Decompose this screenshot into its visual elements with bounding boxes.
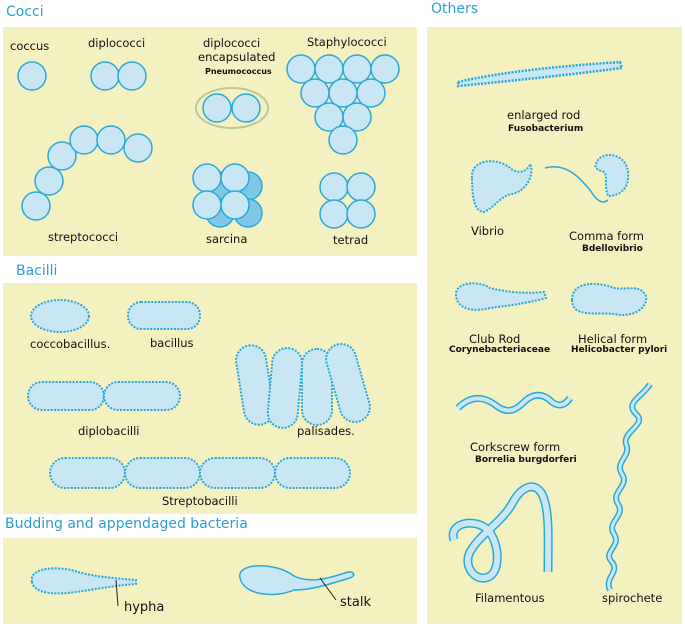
- bacillus-shape: [127, 301, 201, 330]
- pneumococcus-label: Pneumococcus: [205, 67, 272, 76]
- diplococci-label: diplococci: [88, 36, 146, 50]
- comma-form-label: Comma form: [569, 229, 644, 243]
- club-rod-label: Club Rod: [469, 332, 521, 346]
- comma-form-shape: [544, 165, 609, 203]
- diplococci-encapsulated-label-1: diplococci: [203, 36, 261, 50]
- helical-form-shape: [570, 282, 648, 316]
- coccobacillus-shape: [30, 299, 90, 333]
- spirochete-shape: [605, 382, 653, 592]
- helical-form-label: Helical form: [578, 332, 648, 346]
- palisades-shape: [235, 342, 371, 429]
- tetrad-shape: [319, 172, 376, 229]
- borrelia-label: Borrelia burgdorferi: [475, 455, 577, 465]
- enlarged-rod-label: enlarged rod: [507, 108, 581, 122]
- spirochete-inner: [607, 383, 652, 591]
- filamentous-label: Filamentous: [475, 591, 545, 605]
- sarcina-shape: [192, 163, 263, 228]
- bdellovibrio-label: Bdellovibrio: [582, 244, 643, 254]
- club-rod-shape: [454, 282, 548, 311]
- diplococci-encapsulated-shape: [195, 87, 269, 129]
- hypha-cell-shape: [30, 567, 137, 595]
- staphylococci-label: Staphylococci: [307, 35, 387, 49]
- stalk-cell-shape: [239, 565, 355, 596]
- diplobacilli-label: diplobacilli: [78, 424, 140, 438]
- spirochete-label: spirochete: [602, 591, 663, 605]
- streptobacilli-shape: [49, 457, 351, 489]
- coccus-label: coccus: [10, 39, 50, 53]
- tetrad-label: tetrad: [333, 233, 369, 247]
- diplobacilli-shape: [27, 381, 181, 411]
- palisades-label: palisades.: [297, 424, 355, 438]
- cocci-heading: Cocci: [6, 4, 44, 20]
- bacilli-heading: Bacilli: [16, 263, 58, 279]
- bacillus-label: bacillus: [150, 336, 194, 350]
- vibrio-label: Vibrio: [471, 224, 505, 238]
- sarcina-label: sarcina: [206, 232, 248, 246]
- others-heading: Others: [431, 1, 479, 17]
- comma-form-body: [594, 154, 630, 198]
- hypha-pointer: [115, 579, 119, 607]
- diplococci-encapsulated-label-2: encapsulated: [198, 50, 276, 64]
- stalk-pointer: [319, 577, 337, 601]
- budding-heading: Budding and appendaged bacteria: [5, 516, 248, 532]
- filamentous-inner: [450, 483, 552, 581]
- streptococci-shape: [21, 125, 153, 221]
- fusobacterium-label: Fusobacterium: [508, 124, 584, 134]
- coccobacillus-label: coccobacillus.: [30, 337, 111, 351]
- stalk-label: stalk: [340, 595, 371, 610]
- coccus-shape: [17, 61, 47, 91]
- hypha-label: hypha: [124, 600, 165, 615]
- vibrio-shape: [470, 160, 533, 214]
- staphylococci-shape: [286, 54, 400, 155]
- streptobacilli-label: Streptobacilli: [162, 494, 238, 508]
- corkscrew-form-inner: [456, 393, 572, 413]
- corkscrew-form-label: Corkscrew form: [470, 440, 561, 454]
- diplococci-shape: [90, 61, 147, 91]
- corynebacteriaceae-label: Corynebacteriaceae: [449, 345, 551, 355]
- enlarged-rod-shape: [456, 60, 624, 88]
- streptococci-label: streptococci: [48, 230, 119, 244]
- helicobacter-label: Helicobacter pylori: [571, 345, 668, 355]
